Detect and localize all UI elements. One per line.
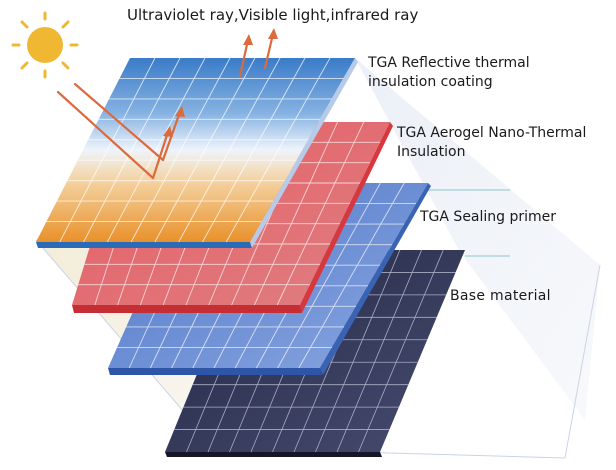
grid-line [315,249,401,453]
grid-line [336,249,422,453]
grid-line [59,57,156,243]
layer-label-reflective-coating: TGA Reflective thermal insulation coatin… [368,54,530,92]
light-rays [56,32,275,180]
grid-line [202,57,306,243]
layer-label-line: Insulation [397,144,466,160]
envelope-right-face [355,58,600,420]
layer-label-sealing-primer: TGA Sealing primer [420,209,557,225]
grid-line [83,57,181,243]
grid-line [358,249,444,453]
grid-line [253,121,339,306]
grid-line [130,57,231,243]
layer-label-aerogel: TGA Aerogel Nano-Thermal Insulation [397,124,586,162]
grid-line [298,182,405,369]
layer-label-base-material: Base material [450,288,551,304]
layer-label-line: TGA Reflective thermal [368,55,530,71]
grid-line [276,121,365,306]
rays-label: Ultraviolet ray,Visible light,infrared r… [127,6,419,24]
grid-line [106,57,206,243]
grid-line [277,182,381,369]
grid-line [154,57,256,243]
grid-line [178,57,281,243]
ray-arrowheads [163,28,278,137]
grid-line [225,57,331,243]
sun-icon [11,11,79,79]
layer-label-line: TGA Aerogel Nano-Thermal [397,125,587,141]
layer-label-line: insulation coating [368,74,493,90]
reflective-coating-layer [36,57,358,248]
